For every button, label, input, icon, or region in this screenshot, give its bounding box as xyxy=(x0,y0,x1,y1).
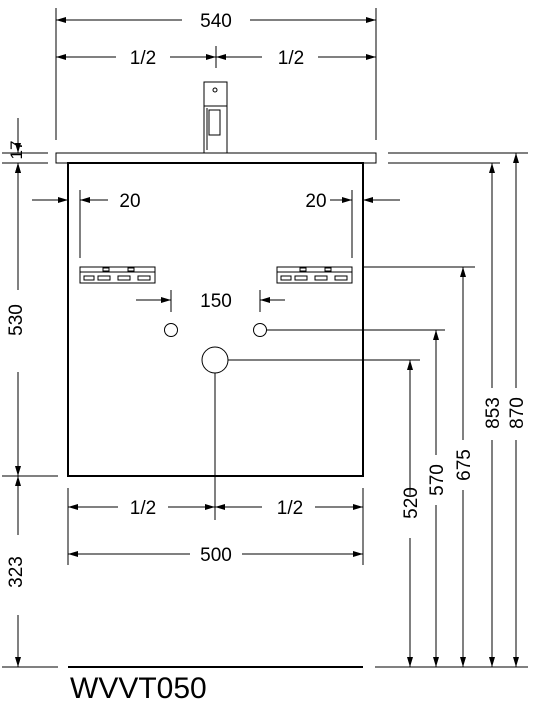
dim-label-top-thickness: 17 xyxy=(7,141,26,160)
dim-top-underside-height xyxy=(388,162,500,667)
model-name: WVVT050 xyxy=(70,672,207,705)
dim-label-top-underside-height: 853 xyxy=(483,397,504,429)
dim-rail-height xyxy=(363,266,475,667)
dim-top-halves xyxy=(56,46,376,68)
dim-label-rail-height: 675 xyxy=(454,449,475,481)
dim-cabinet-width xyxy=(68,551,363,557)
dim-plinth-height xyxy=(2,476,58,668)
dim-label-cabinet-width: 500 xyxy=(200,545,232,566)
faucet xyxy=(203,81,228,154)
dim-label-top-width: 540 xyxy=(200,11,232,32)
dim-label-plinth-height: 323 xyxy=(6,556,27,588)
dim-left-inset xyxy=(32,190,108,258)
right-hanging-rail xyxy=(276,266,353,284)
right-supply-hole xyxy=(253,323,267,337)
dim-label-supply-height: 570 xyxy=(427,464,448,496)
dim-label-left-inset: 20 xyxy=(119,191,140,212)
dim-label-cabinet-height: 530 xyxy=(6,304,27,336)
dim-label-hole-spacing: 150 xyxy=(200,291,232,312)
dim-right-inset xyxy=(330,190,400,258)
dim-total-height xyxy=(375,152,528,668)
dim-bottom-halves xyxy=(67,373,364,565)
dim-label-bottom-half-left: 1/2 xyxy=(130,498,156,519)
dim-label-bottom-half-right: 1/2 xyxy=(277,498,303,519)
left-hanging-rail xyxy=(79,266,156,284)
dim-cabinet-height xyxy=(2,163,58,477)
dim-label-total-height: 870 xyxy=(507,397,528,429)
dim-label-waste-height: 520 xyxy=(401,487,422,519)
dim-waste-height xyxy=(228,359,420,667)
waste-hole xyxy=(201,346,229,374)
dim-supply-height xyxy=(267,329,445,667)
dim-hole-spacing xyxy=(136,290,285,312)
dim-label-top-half-right: 1/2 xyxy=(278,48,304,69)
countertop xyxy=(55,152,377,164)
dim-label-right-inset: 20 xyxy=(305,191,326,212)
dim-label-top-half-left: 1/2 xyxy=(130,48,156,69)
dim-top-width xyxy=(55,8,377,140)
left-supply-hole xyxy=(164,323,178,337)
